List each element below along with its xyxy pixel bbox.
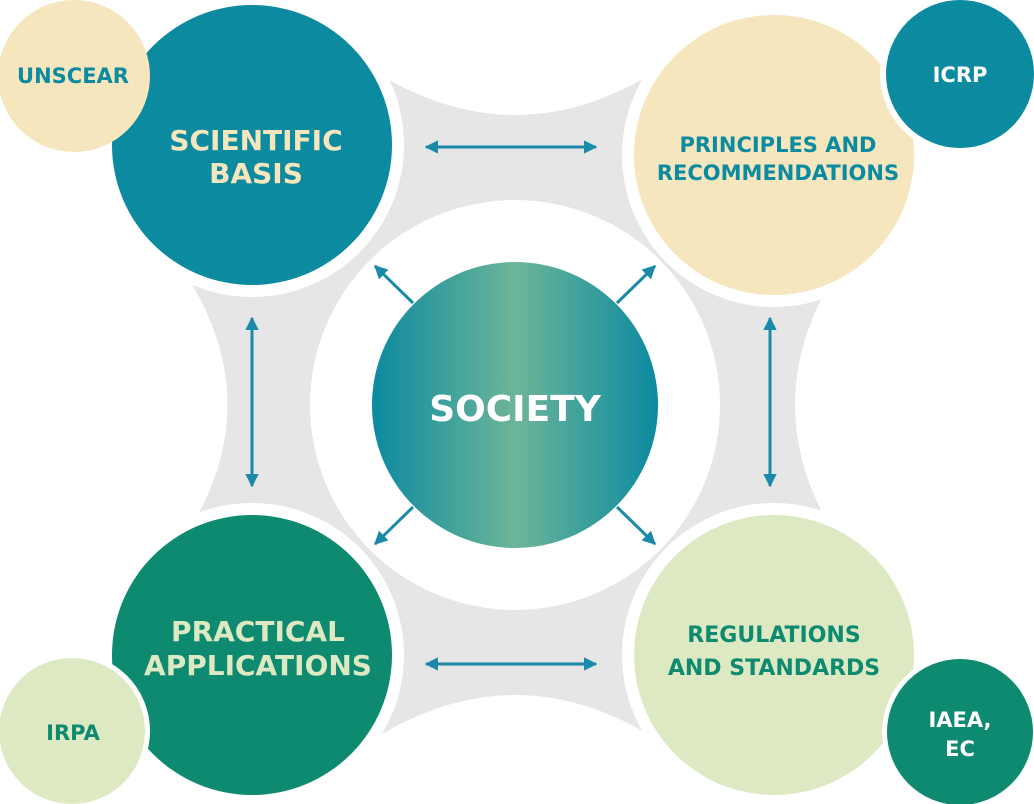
unscear-label: UNSCEAR — [17, 64, 129, 88]
scientific-basis-label-line1: SCIENTIFIC — [169, 124, 342, 157]
scientific-basis-circle — [112, 5, 392, 285]
principles-circle — [634, 15, 914, 295]
regulations-label-line1: REGULATIONS — [687, 623, 860, 648]
practical-label-line1: PRACTICAL — [171, 615, 345, 648]
arrow-hub-top-left — [373, 264, 415, 305]
irpa-badge — [0, 658, 145, 804]
principles-label-line1: PRINCIPLES AND — [680, 133, 877, 157]
arrow-hub-top-right — [615, 264, 657, 305]
regulations-label-line2: AND STANDARDS — [668, 656, 880, 681]
principles-label-line2: RECOMMENDATIONS — [657, 161, 899, 185]
unscear-badge — [0, 0, 150, 152]
icrp-label: ICRP — [933, 63, 988, 87]
practical-circle — [112, 515, 392, 795]
irpa-label: IRPA — [46, 721, 100, 745]
iaea-badge — [887, 659, 1033, 804]
iaea-label-line2: EC — [945, 737, 975, 761]
arrow-hub-bottom-left — [373, 505, 415, 546]
practical-label-line2: APPLICATIONS — [144, 649, 372, 682]
society-label: SOCIETY — [429, 389, 601, 430]
society-hub — [372, 262, 658, 548]
arrow-hub-bottom-right — [615, 505, 657, 546]
icrp-badge — [886, 0, 1034, 148]
iaea-label-line1: IAEA, — [928, 708, 991, 732]
scientific-basis-label-line2: BASIS — [209, 157, 303, 190]
regulations-circle — [634, 515, 914, 795]
